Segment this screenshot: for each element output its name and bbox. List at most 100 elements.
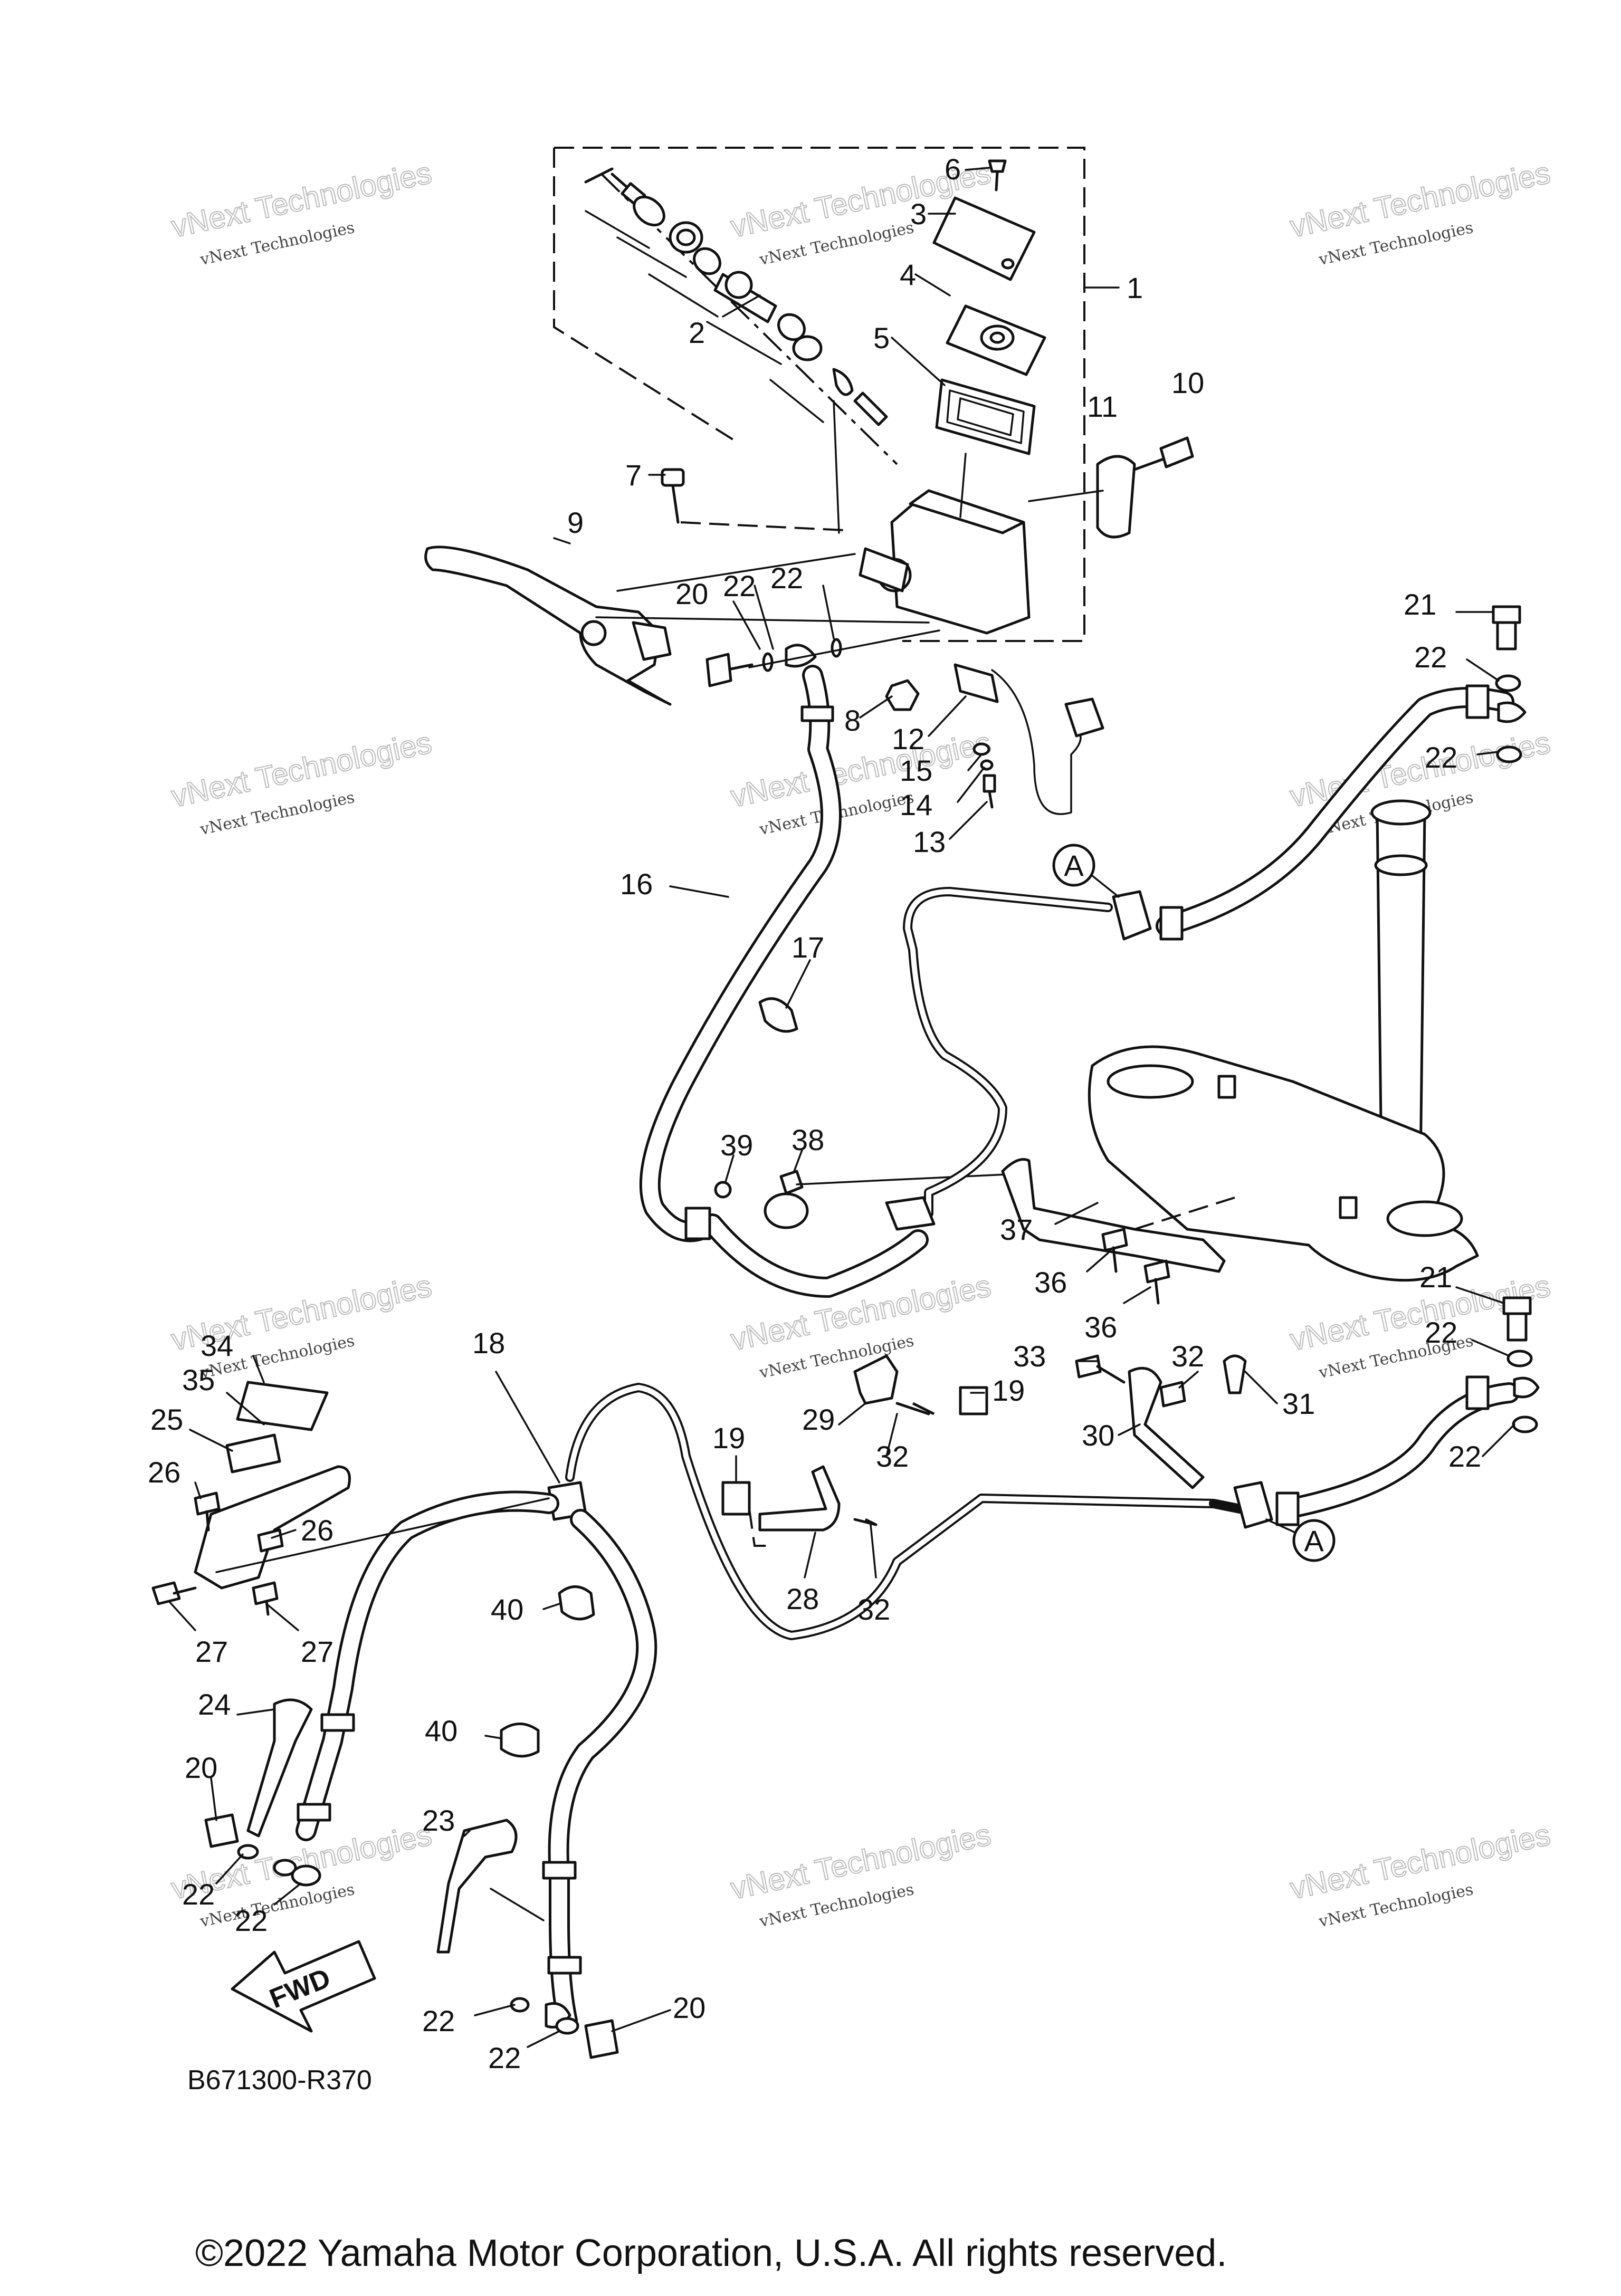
label-part-17: 17: [792, 931, 824, 964]
label-part-15: 15: [900, 754, 932, 787]
label-part-28: 28: [786, 1582, 819, 1615]
leader-clamp: [1028, 490, 1104, 502]
label-part-12: 12: [892, 722, 924, 755]
hose-ring: [800, 705, 834, 722]
label-part-22j: 22: [488, 2041, 521, 2074]
label-part-38: 38: [792, 1123, 824, 1156]
joint-bracket: [151, 1381, 550, 1616]
label-part-1: 1: [1127, 271, 1143, 304]
label-part-2: 2: [689, 316, 705, 349]
hose-bracket: [1001, 1158, 1235, 1273]
brake-hose-lower-right: [542, 1509, 657, 2031]
hose-clamp: [758, 997, 798, 1033]
pipe-joint-upper: [1112, 890, 1152, 941]
cap-screw: [988, 159, 1007, 192]
reference-letter: A: [1064, 849, 1084, 882]
hose-ring: [542, 1861, 577, 1880]
hose-ring: [320, 1713, 355, 1732]
lower-pipe-end: [1209, 1499, 1245, 1514]
label-part-32: 32: [1171, 1340, 1204, 1373]
banjo-bolt-upper: [1492, 605, 1527, 763]
label-part-14: 14: [900, 788, 932, 821]
hose-ring: [684, 1207, 711, 1240]
label-part-19: 19: [712, 1421, 745, 1455]
steering-stem: [1088, 799, 1479, 1282]
label-part-32b: 32: [876, 1440, 909, 1473]
label-part-30: 30: [1082, 1419, 1114, 1452]
label-part-39: 39: [720, 1128, 753, 1162]
label-part-22e: 22: [1425, 1316, 1457, 1349]
upper-brake-pipe: [885, 887, 1113, 1231]
copyright-notice: ©2022 Yamaha Motor Corporation, U.S.A. A…: [195, 2232, 1227, 2274]
brake-hose-upper: [639, 665, 929, 1298]
reservoir-cap: [932, 196, 1036, 281]
label-part-4: 4: [900, 258, 916, 291]
reference-callout-lower: A: [1265, 1518, 1336, 1562]
label-part-35: 35: [182, 1363, 215, 1396]
piston-kit-parts: [584, 167, 888, 426]
clip: [1223, 1354, 1247, 1394]
label-part-9: 9: [567, 506, 584, 539]
label-part-13: 13: [913, 825, 946, 858]
label-part-18: 18: [472, 1326, 505, 1360]
label-part-36b: 36: [1084, 1310, 1117, 1344]
label-part-40: 40: [491, 1593, 523, 1626]
label-part-22b: 22: [770, 561, 803, 595]
hose-ring: [1159, 906, 1184, 941]
label-part-21b: 21: [1419, 1260, 1452, 1294]
label-part-22f: 22: [1448, 1440, 1481, 1473]
label-part-27: 27: [195, 1635, 228, 1668]
label-part-22i: 22: [422, 2004, 455, 2037]
bracket-bolt: [1143, 1259, 1170, 1305]
washer: [972, 742, 990, 756]
label-part-25: 25: [150, 1403, 183, 1436]
hose-clamp: [558, 1585, 595, 1621]
forward-arrow: FWD: [231, 1940, 376, 2033]
hose-bracket-lower: [436, 1819, 545, 1954]
bolt: [1075, 1354, 1126, 1384]
hose-holder: [764, 1170, 809, 1229]
pipe-clamp: [721, 1386, 988, 1516]
brake-hose-left: [295, 1490, 559, 1841]
label-part-26: 26: [148, 1456, 180, 1489]
holder-guide: [796, 1173, 1019, 1185]
assembly-outline-left: [553, 148, 740, 444]
bracket-bolt: [257, 1528, 284, 1553]
brake-hose-right-lower: [1275, 1375, 1520, 1526]
pipe-holder: [853, 1354, 899, 1405]
part-number-labels: 1 2 3 4 5 6 7 8 9 10 11 12 13 14 15 16 1…: [148, 152, 1481, 2074]
kit-guides: [585, 210, 824, 423]
hose-ring: [547, 1956, 582, 1975]
label-part-23: 23: [422, 1804, 455, 1837]
label-part-29: 29: [802, 1403, 835, 1436]
pipe-holder: [1128, 1366, 1205, 1489]
label-part-27b: 27: [301, 1635, 333, 1668]
label-part-21: 21: [1404, 588, 1436, 621]
hose-clamp: [500, 1723, 540, 1758]
lever-pivot-bolt: [661, 468, 685, 524]
label-part-24: 24: [198, 1688, 231, 1721]
brake-lever: [424, 546, 672, 706]
label-part-36: 36: [1034, 1266, 1067, 1299]
cap-screw-hole: [1001, 258, 1015, 270]
switch-screw: [983, 774, 996, 809]
label-part-22g: 22: [182, 1878, 215, 1911]
label-part-34: 34: [201, 1329, 233, 1362]
bracket-bolt: [151, 1581, 197, 1605]
hose-bracket-left: [204, 1698, 321, 1887]
pipe-joint-lower: [1233, 1481, 1273, 1529]
hose-ring: [297, 1803, 331, 1822]
label-part-26b: 26: [301, 1514, 333, 1547]
label-part-33: 33: [1013, 1340, 1046, 1373]
label-part-6: 6: [945, 152, 961, 186]
label-part-19b: 19: [992, 1374, 1025, 1407]
banjo-bolt-right-lower: [1502, 1296, 1540, 1433]
pipe-holder: [748, 1465, 841, 1547]
label-part-11: 11: [1087, 390, 1118, 423]
banjo-assembly-top: [705, 629, 940, 687]
lever-mount: [859, 547, 909, 592]
brake-light-switch: [953, 663, 1104, 815]
hose-ring: [1465, 684, 1490, 719]
assembly-outline: [554, 147, 1085, 642]
